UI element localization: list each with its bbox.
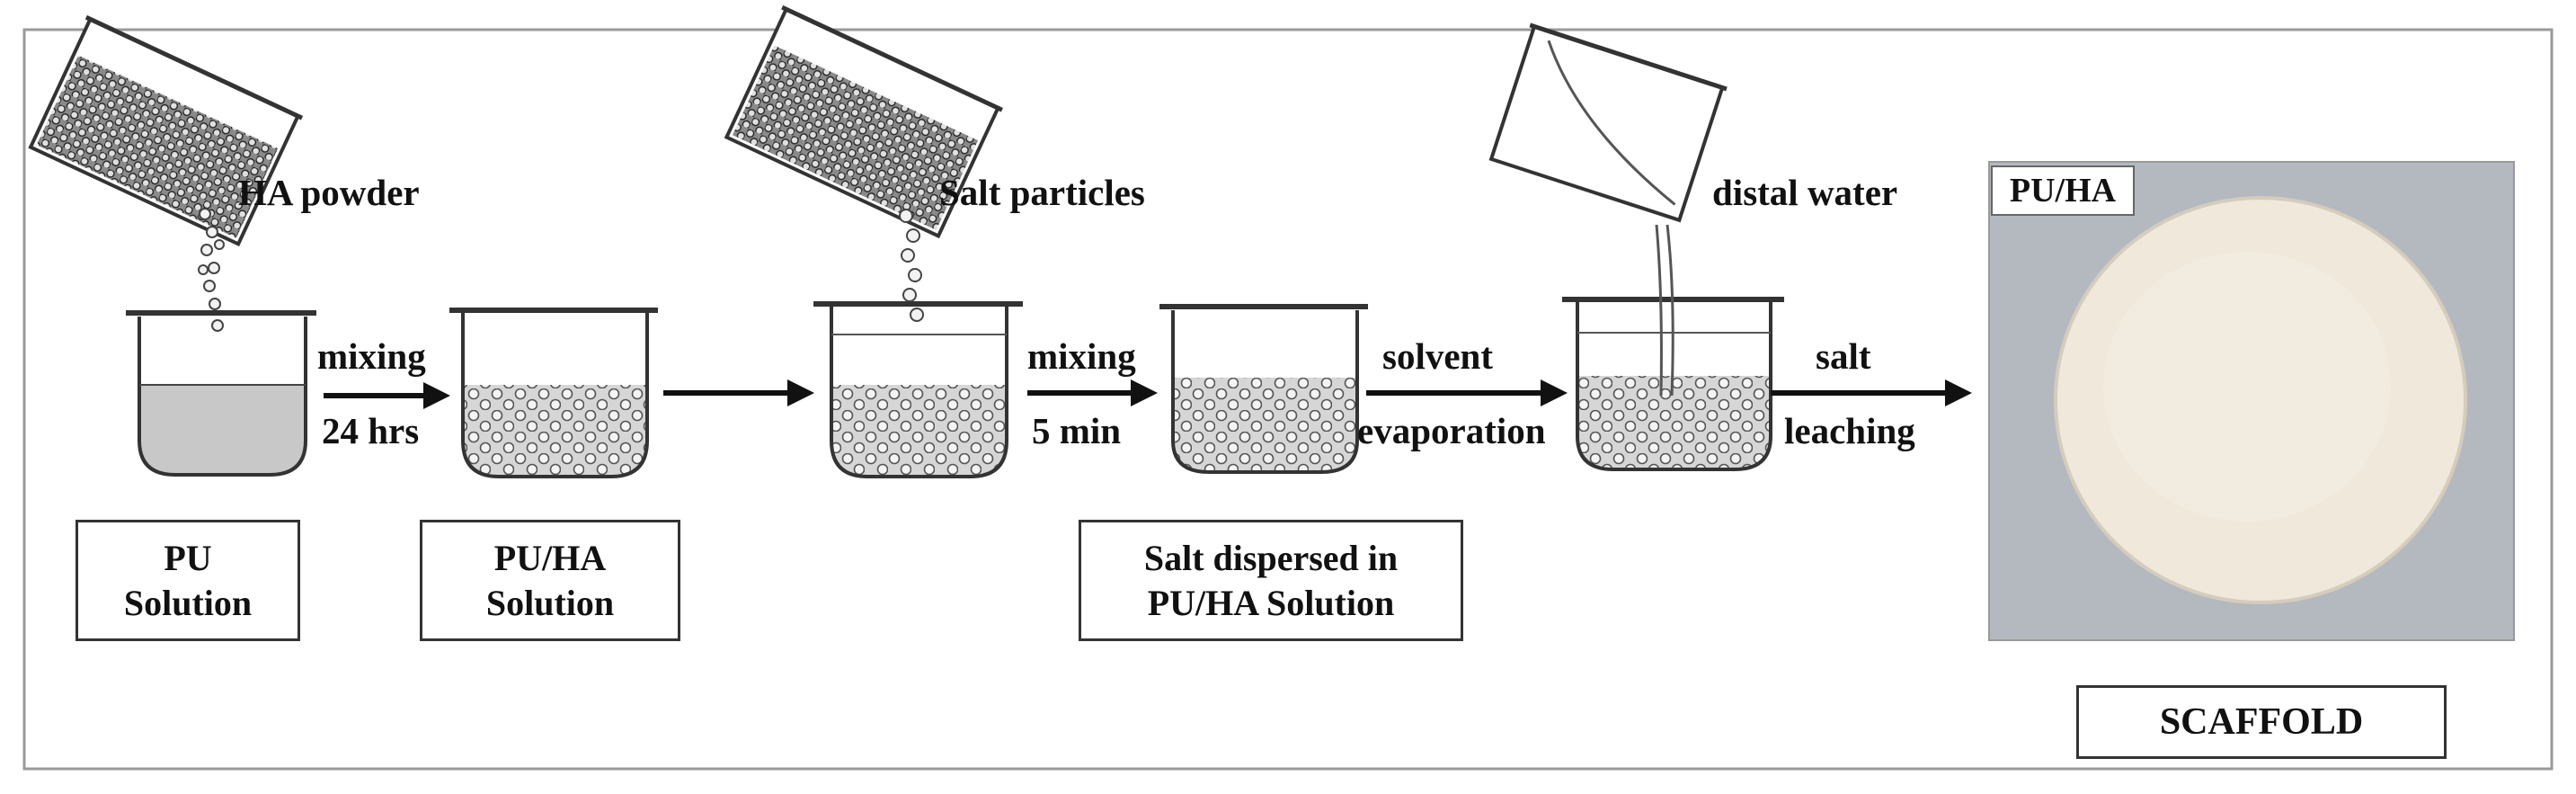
box-pu-ha-solution-line1: PU/HA	[493, 537, 607, 578]
label-solvent: solvent	[1382, 335, 1493, 377]
photo-tag-pu-ha: PU/HA	[1991, 165, 2135, 216]
label-mixing-2: mixing	[1027, 335, 1136, 377]
falling-ha-particles	[198, 208, 225, 332]
box-pu-solution-line1: PU	[164, 537, 212, 578]
falling-salt-particles	[899, 209, 924, 322]
box-salt-dispersed-line2: PU/HA Solution	[1147, 582, 1395, 623]
label-salt: salt	[1816, 335, 1871, 377]
beaker-salt-addition	[813, 301, 1023, 478]
box-scaffold: SCAFFOLD	[2076, 685, 2447, 759]
box-pu-solution: PU Solution	[76, 520, 300, 641]
beaker-pu-ha-solution	[449, 308, 658, 478]
label-distal-water: distal water	[1712, 172, 1898, 213]
scaffold-photo	[1988, 161, 2515, 641]
box-salt-dispersed: Salt dispersed in PU/HA Solution	[1079, 520, 1463, 641]
box-pu-ha-solution-line2: Solution	[485, 582, 615, 623]
pouring-beaker-ha-powder	[28, 14, 304, 247]
pouring-beaker-water	[1488, 22, 1728, 223]
pouring-beaker-salt	[724, 4, 1003, 239]
label-mixing-1: mixing	[317, 335, 426, 377]
label-time-5min: 5 min	[1032, 410, 1122, 451]
label-salt-particles: Salt particles	[939, 172, 1145, 213]
box-salt-dispersed-line1: Salt dispersed in	[1143, 537, 1399, 578]
box-pu-solution-line2: Solution	[123, 582, 253, 623]
water-stream	[1655, 224, 1674, 397]
label-time-24hrs: 24 hrs	[322, 410, 420, 451]
beaker-salt-dispersed	[1159, 304, 1368, 474]
label-leaching: leaching	[1784, 410, 1915, 451]
box-pu-ha-solution: PU/HA Solution	[420, 520, 680, 641]
label-evaporation: evaporation	[1357, 410, 1546, 451]
beaker-pu-solution	[126, 310, 316, 477]
figure-frame	[22, 28, 2554, 771]
label-ha-powder: HA powder	[238, 172, 420, 213]
